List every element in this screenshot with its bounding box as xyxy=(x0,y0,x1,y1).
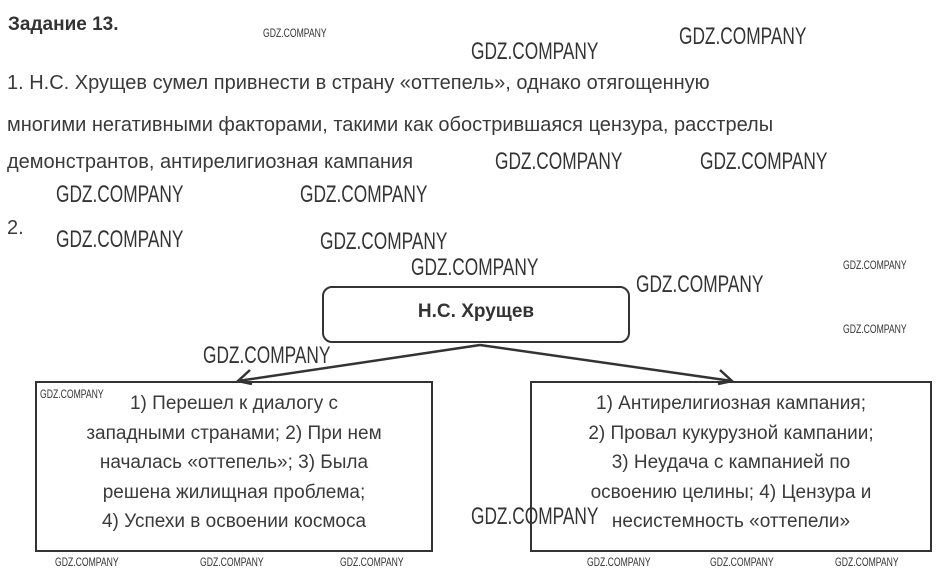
watermark: GDZ.COMPANY xyxy=(587,555,651,569)
failures-line: освоению целины; 4) Цензура и xyxy=(590,481,872,503)
watermark: GDZ.COMPANY xyxy=(263,26,327,40)
watermark: GDZ.COMPANY xyxy=(471,503,599,530)
failures-line: 1) Антирелигиозная кампания; xyxy=(596,393,866,414)
watermark: GDZ.COMPANY xyxy=(340,555,404,569)
achievements-line: началась «оттепель»; 3) Была xyxy=(99,452,369,473)
root-node: Н.С. Хрущев xyxy=(322,286,630,343)
watermark: GDZ.COMPANY xyxy=(495,148,623,175)
answer-2-label: 2. xyxy=(7,217,24,239)
failures-box: 1) Антирелигиозная кампания; 2) Провал к… xyxy=(530,381,932,552)
watermark: GDZ.COMPANY xyxy=(40,387,104,401)
task-title: Задание 13. xyxy=(8,14,119,35)
achievements-line: 4) Успехи в освоении космоса xyxy=(101,511,367,532)
arrow-left xyxy=(237,343,481,383)
watermark: GDZ.COMPANY xyxy=(56,226,184,253)
watermark: GDZ.COMPANY xyxy=(471,38,599,65)
failures-line: 2) Провал кукурузной кампании; xyxy=(588,422,874,444)
answer-1-line-2: многими негативными факторами, такими ка… xyxy=(7,114,774,136)
watermark: GDZ.COMPANY xyxy=(700,148,828,175)
arrow-right xyxy=(479,343,733,383)
watermark: GDZ.COMPANY xyxy=(835,555,899,569)
watermark: GDZ.COMPANY xyxy=(710,555,774,569)
watermark: GDZ.COMPANY xyxy=(320,228,448,255)
watermark: GDZ.COMPANY xyxy=(200,555,264,569)
achievements-line: западными странами; 2) При нем xyxy=(86,422,382,444)
watermark: GDZ.COMPANY xyxy=(203,342,331,369)
watermark: GDZ.COMPANY xyxy=(300,181,428,208)
root-node-label: Н.С. Хрущев xyxy=(417,301,535,322)
achievements-line: 1) Перешел к диалогу с xyxy=(129,393,338,414)
failures-line: несистемность «оттепели» xyxy=(611,511,851,532)
answer-1-line-3: демонстрантов, антирелигиозная кампания xyxy=(7,151,414,173)
watermark: GDZ.COMPANY xyxy=(411,254,539,281)
answer-1-line-1: 1. Н.С. Хрущев сумел привнести в страну … xyxy=(7,72,710,94)
watermark: GDZ.COMPANY xyxy=(843,258,907,272)
achievements-line: решена жилищная проблема; xyxy=(102,481,366,503)
watermark: GDZ.COMPANY xyxy=(636,271,764,298)
watermark: GDZ.COMPANY xyxy=(55,555,119,569)
failures-line: 3) Неудача с кампанией по xyxy=(611,452,851,473)
watermark: GDZ.COMPANY xyxy=(679,23,807,50)
watermark: GDZ.COMPANY xyxy=(56,181,184,208)
watermark: GDZ.COMPANY xyxy=(843,322,907,336)
achievements-box: 1) Перешел к диалогу с западными странам… xyxy=(35,381,433,552)
